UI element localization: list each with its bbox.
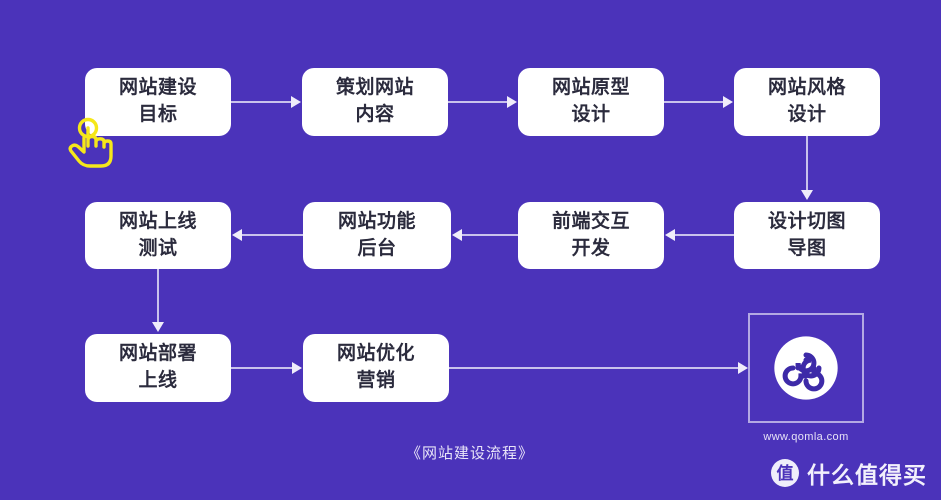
flow-node-prototype[interactable]: 网站原型 设计 [518, 68, 664, 136]
arrowhead-online-test-to-deploy [152, 322, 164, 332]
connector-plan-to-prototype [448, 101, 507, 103]
flow-node-online-test[interactable]: 网站上线 测试 [85, 202, 231, 269]
arrowhead-frontend-to-backend [452, 229, 462, 241]
connector-frontend-to-backend [462, 234, 518, 236]
watermark: 值 什么值得买 [771, 456, 927, 490]
arrowhead-slice-to-frontend [665, 229, 675, 241]
connector-deploy-to-optimize [231, 367, 292, 369]
qomla-logo-card[interactable] [748, 313, 864, 423]
arrowhead-backend-to-online-test [232, 229, 242, 241]
flow-node-frontend[interactable]: 前端交互 开发 [518, 202, 664, 269]
connector-slice-to-frontend [675, 234, 734, 236]
smzdm-watermark-text: 什么值得买 [807, 462, 927, 488]
flow-node-plan-content[interactable]: 策划网站 内容 [302, 68, 448, 136]
connector-prototype-to-style [664, 101, 723, 103]
flow-node-goal[interactable]: 网站建设 目标 [85, 68, 231, 136]
connector-goal-to-plan [231, 101, 291, 103]
qomla-url-label: www.qomla.com [763, 431, 849, 443]
arrowhead-deploy-to-optimize [292, 362, 302, 374]
arrowhead-plan-to-prototype [507, 96, 517, 108]
qomla-clover-logo-icon [774, 336, 838, 400]
smzdm-badge-icon: 值 [771, 459, 799, 487]
flow-node-optimize[interactable]: 网站优化 营销 [303, 334, 449, 402]
diagram-caption: 《网站建设流程》 [405, 445, 534, 462]
flow-node-slice[interactable]: 设计切图 导图 [734, 202, 880, 269]
connector-online-test-to-deploy [157, 269, 159, 324]
flow-node-backend[interactable]: 网站功能 后台 [303, 202, 451, 269]
arrowhead-style-to-slice [801, 190, 813, 200]
flow-node-style[interactable]: 网站风格 设计 [734, 68, 880, 136]
pointing-hand-cursor-icon [68, 117, 113, 168]
arrowhead-goal-to-plan [291, 96, 301, 108]
connector-style-to-slice [806, 136, 808, 192]
arrowhead-optimize-to-logo [738, 362, 748, 374]
connector-optimize-to-logo [449, 367, 738, 369]
arrowhead-prototype-to-style [723, 96, 733, 108]
connector-backend-to-online-test [242, 234, 303, 236]
flow-node-deploy[interactable]: 网站部署 上线 [85, 334, 231, 402]
